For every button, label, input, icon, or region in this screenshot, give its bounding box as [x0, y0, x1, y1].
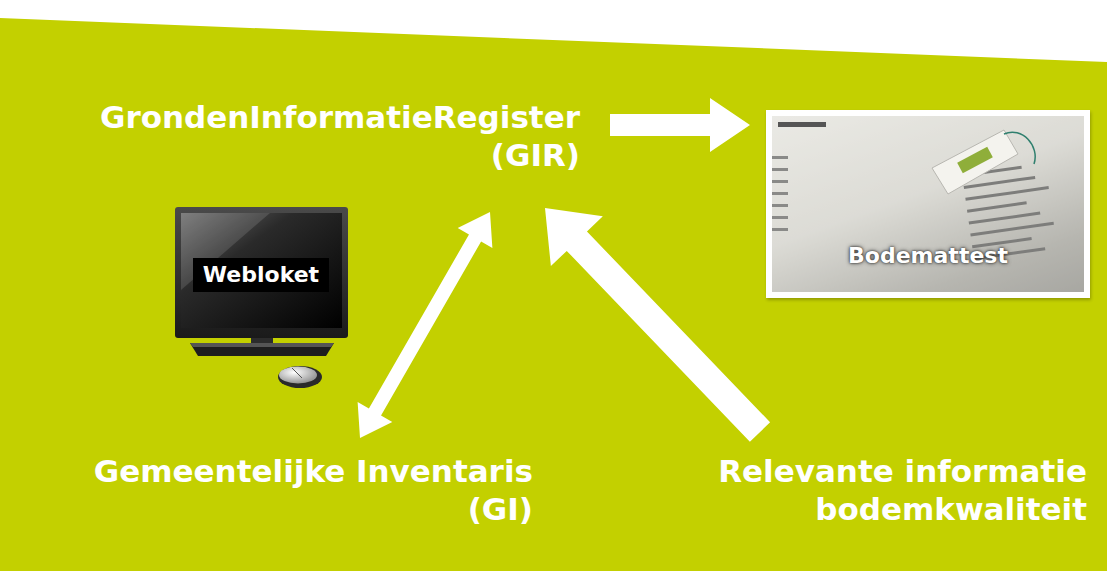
monitor-icon: [175, 207, 348, 388]
node-text: Gemeentelijke Inventaris (GI): [19, 452, 533, 528]
block-arrow: [545, 208, 770, 442]
photo-card: Bodemattest: [766, 110, 1090, 298]
node-text: Webloket: [203, 261, 319, 289]
green-ground: [0, 18, 1107, 571]
node-text: Bodemattest: [848, 242, 1008, 270]
node-text: GrondenInformatieRegister (GIR): [1, 98, 580, 174]
block-arrow: [610, 98, 750, 152]
screen-label: Webloket: [193, 258, 329, 292]
register-heading: GrondenInformatieRegister (GIR): [1, 98, 580, 174]
info-heading: Relevante informatie bodemkwaliteit: [437, 452, 1087, 528]
inventory-heading: Gemeentelijke Inventaris (GI): [19, 452, 533, 528]
node-text: Relevante informatie bodemkwaliteit: [437, 452, 1087, 528]
block-arrow: [358, 212, 493, 438]
